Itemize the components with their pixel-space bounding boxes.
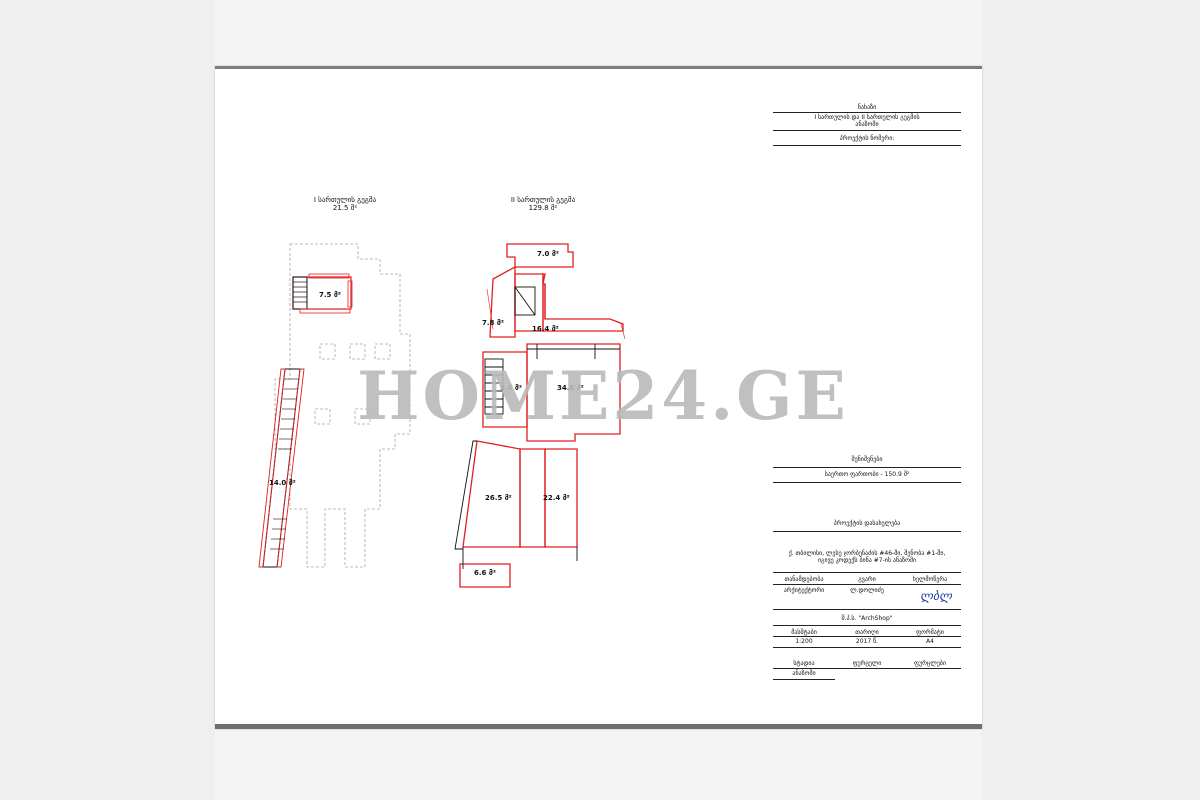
floor-plan-drawing: [258, 243, 626, 588]
sheet-description-2: ანაზომი: [855, 121, 879, 128]
floor2-dimension-lines: [470, 288, 626, 565]
room-area-label: 14.0 მ²: [269, 479, 296, 487]
room-area-label: 7.0 მ²: [537, 250, 559, 258]
company-name: შ.პ.ს. "ArchShop": [841, 615, 893, 622]
watermark: HOME24.GE: [357, 357, 849, 435]
sheet-name: ნახაზი: [857, 104, 877, 111]
sheet-header: ფურცელი: [852, 660, 882, 667]
room-area-label: 6.6 მ²: [474, 569, 496, 577]
room-area-label: 34.8 მ²: [557, 384, 584, 392]
notes-label: შენიშვნები: [851, 456, 883, 463]
floor1-context-outline: [274, 243, 411, 568]
role-value: არქიტექტორი: [783, 587, 825, 594]
project-number-label: პროექტის ნომერი:: [839, 135, 895, 142]
name-header: გვარი: [858, 576, 876, 583]
scale-header: მასშტაბი: [791, 629, 817, 636]
scale-value: 1:200: [795, 638, 813, 645]
drawing-sheet: I სართულის გეგმა 21.5 მ² II სართულის გეგ…: [215, 66, 982, 729]
format-header: ფორმატი: [916, 629, 944, 636]
floor2-inner-lines: [454, 286, 620, 569]
room-area-label: 26.5 მ²: [485, 494, 512, 502]
room-area-label: 16.4 მ²: [532, 325, 559, 333]
floor2-title: II სართულის გეგმა: [510, 196, 576, 204]
date-value: 2017 წ.: [855, 638, 879, 645]
room-area-label: 7.5 მ²: [319, 291, 341, 299]
background-left: [0, 0, 215, 800]
stage-header: სტადია: [793, 660, 815, 667]
date-header: თარიღი: [855, 629, 879, 636]
floor1-total-area: 21.5 მ²: [332, 204, 358, 212]
total-area: საერთო ფართობი - 150.9 მ²: [824, 471, 910, 478]
floor2-total-area: 129.8 მ²: [528, 204, 558, 212]
format-value: A4: [926, 638, 934, 645]
signature-header: ხელმოწერა: [912, 576, 948, 583]
room-area-label: 9.6 მ²: [500, 384, 522, 392]
sheets-header: ფურცლები: [914, 660, 946, 667]
floor1-title: I სართულის გეგმა: [313, 196, 377, 204]
floor1-room-top: [292, 273, 353, 314]
address-line-1: ქ. თბილისი, ლესე ჯორბენაძის #46-ში, შენო…: [788, 550, 946, 557]
name-value: ლ.დოლიძე: [850, 587, 884, 594]
signature: ლბლ: [920, 589, 952, 603]
room-area-label: 7.8 მ²: [482, 319, 504, 327]
role-header: თანამდებობა: [784, 576, 824, 583]
address-line-2: იგივე კოდექს ბინა #7-ის ანაზომი: [817, 557, 917, 564]
stage-value: ანაზომი: [792, 670, 816, 677]
background-right: [982, 0, 1200, 800]
room-area-label: 22.4 მ²: [543, 494, 570, 502]
sheet-description: I სართულის და II სართულის გეგმის: [814, 114, 920, 121]
floor1-long-stair: [258, 368, 305, 568]
project-name-label: პროექტის დასახელება: [833, 520, 901, 527]
